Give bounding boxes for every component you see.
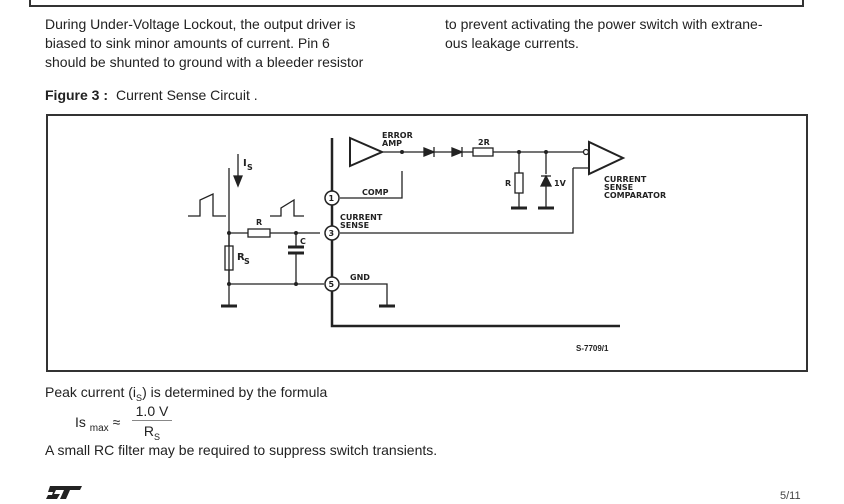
error-amp-label-2: AMP — [382, 139, 402, 148]
formula-denominator: RS — [132, 422, 172, 446]
comp-label: COMP — [362, 188, 389, 197]
resistor-2r-label: 2R — [478, 138, 490, 147]
error-amp-label-1: ERROR — [382, 131, 413, 140]
pin-1 — [324, 190, 340, 206]
formula-denominator-sub: S — [154, 431, 161, 442]
formula-fraction: 1.0 V RS — [132, 402, 172, 446]
diode-2-icon — [451, 147, 464, 157]
pin-5-label: 5 — [329, 280, 335, 289]
is-label: I — [243, 158, 247, 169]
comparator-icon — [588, 140, 626, 176]
page-number: 5/11 — [780, 490, 801, 502]
error-amp-icon — [349, 136, 385, 168]
rs-label: R — [237, 252, 245, 263]
figure-title: Current Sense Circuit . — [116, 87, 258, 103]
r-filter-label: R — [256, 218, 262, 227]
text-line: biased to sink minor amounts of current.… — [45, 35, 330, 51]
current-sense-label-1: CURRENT — [340, 213, 383, 222]
pin-1-label: 1 — [329, 194, 335, 203]
resistor-r-filter — [247, 228, 271, 238]
current-sense-wire — [340, 167, 589, 234]
pin-3-label: 3 — [329, 229, 335, 238]
formula-lhs-sub: max — [89, 422, 109, 434]
c-filter-label: C — [300, 237, 306, 246]
previous-figure-box — [29, 0, 804, 7]
text-line: During Under-Voltage Lockout, the output… — [45, 16, 356, 32]
current-sense-label-2: SENSE — [340, 221, 369, 230]
rs-sub-label: S — [244, 257, 250, 266]
formula-denominator-symbol: R — [143, 423, 155, 439]
pin-3 — [324, 225, 340, 241]
comparator-label-1: CURRENT — [604, 175, 647, 184]
capacitor-c — [288, 245, 304, 255]
paragraph-right: to prevent activating the power switch w… — [445, 15, 815, 53]
resistor-2r — [472, 147, 494, 157]
figure-caption: Figure 3 : Current Sense Circuit . — [45, 87, 258, 103]
waveform-right-icon — [270, 198, 304, 217]
rc-filter-text: A small RC filter may be required to sup… — [45, 442, 438, 458]
peak-text-before: Peak current (i — [45, 384, 137, 400]
resistor-r-divider — [514, 172, 524, 194]
gnd-label: GND — [350, 273, 370, 282]
figure-reference-code: S-7709/1 — [576, 344, 609, 353]
pin-5 — [324, 276, 340, 292]
zener-diode-icon — [539, 174, 553, 187]
diode-1-icon — [423, 147, 436, 157]
paragraph-left: During Under-Voltage Lockout, the output… — [45, 15, 415, 72]
is-arrowhead-icon — [233, 175, 243, 188]
formula-lhs: Is max ≈ — [75, 414, 120, 434]
comparator-label-3: COMPARATOR — [604, 191, 666, 200]
figure-number: Figure 3 : — [45, 87, 109, 103]
text-line: to prevent activating the power switch w… — [445, 16, 763, 32]
current-sense-circuit-figure: 1 3 5 ERROR AMP COMP CURRENT SENSE GND 2… — [46, 114, 808, 372]
formula-approx: ≈ — [112, 414, 121, 430]
st-logo-icon — [46, 486, 86, 504]
is-sub-label: S — [247, 163, 253, 172]
fraction-bar — [132, 420, 172, 421]
zener-label: 1V — [554, 179, 567, 188]
text-line: ous leakage currents. — [445, 35, 579, 51]
peak-text-sub: S — [136, 392, 143, 403]
resistor-r-divider-label: R — [505, 179, 511, 188]
circuit-diagram: 1 3 5 ERROR AMP COMP CURRENT SENSE GND 2… — [188, 131, 666, 328]
ic-boundary — [330, 138, 620, 328]
formula-numerator: 1.0 V — [135, 403, 169, 419]
peak-text-after: ) is determined by the formula — [142, 384, 328, 400]
peak-current-text: Peak current (iS) is determined by the f… — [45, 383, 327, 408]
waveform-left-icon — [188, 192, 226, 217]
formula-lhs-symbol: Is — [75, 414, 86, 430]
comparator-label-2: SENSE — [604, 183, 633, 192]
text-line: should be shunted to ground with a bleed… — [45, 54, 364, 70]
